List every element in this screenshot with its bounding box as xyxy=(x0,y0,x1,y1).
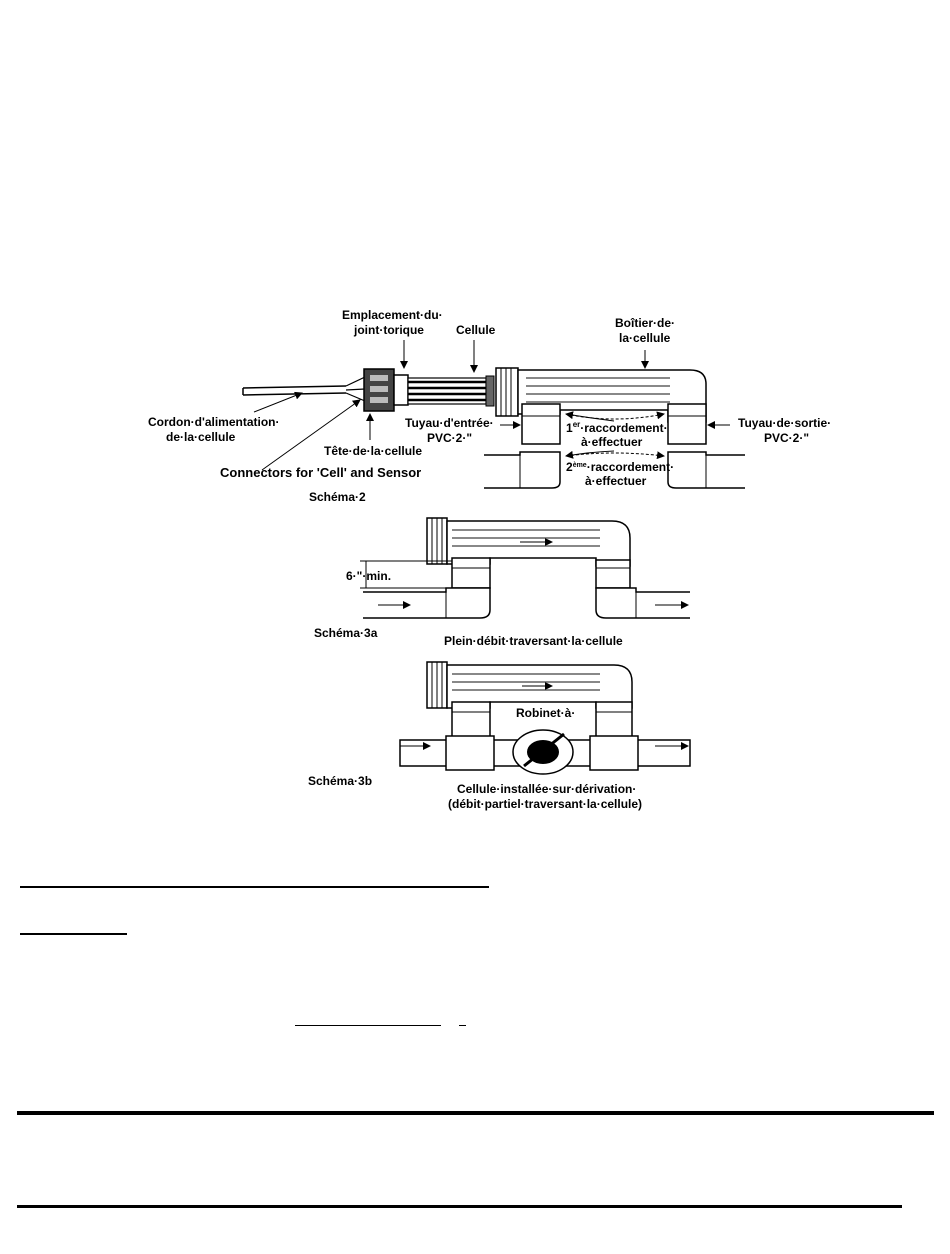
label-inlet-line1: Tuyau·d'entrée· xyxy=(405,416,494,430)
label-connection-1-rest: ·raccordement· xyxy=(580,421,667,435)
caption-schema-2: Schéma·2 xyxy=(309,490,366,504)
connection-1-arrow-back xyxy=(565,411,615,422)
pipe-elbows xyxy=(484,451,745,489)
underline-rule-4 xyxy=(459,1025,466,1026)
label-connectors: Connectors for 'Cell' and Sensor xyxy=(220,465,421,480)
section-divider-top xyxy=(17,1111,934,1115)
schema-3a-diagram: 6·"·min. Schéma·3a Plein·débit·traversan… xyxy=(314,517,690,648)
caption-schema-3a: Schéma·3a xyxy=(314,626,378,640)
arrow-cord xyxy=(253,391,303,413)
cell-housing xyxy=(495,367,707,445)
label-connection-2-rest: ·raccordement· xyxy=(587,460,674,474)
underline-rule-2 xyxy=(20,933,127,935)
label-connection-1: 1er·raccordement· xyxy=(566,420,668,435)
label-valve: Robinet·à· xyxy=(516,706,575,720)
label-min-height: 6·"·min. xyxy=(346,569,391,583)
schema-2-diagram: Emplacement·du· joint·torique Cellule Bo… xyxy=(148,308,831,504)
label-connection-1-sup: er xyxy=(573,420,581,429)
label-connection-1-line2: à·effectuer xyxy=(581,435,643,449)
label-cell: Cellule xyxy=(456,323,496,337)
label-housing-line1: Boîtier·de· xyxy=(615,316,675,330)
label-connection-2: 2ème·raccordement· xyxy=(566,460,674,474)
label-oring-line1: Emplacement·du· xyxy=(342,308,443,322)
cell-head xyxy=(363,368,409,412)
label-connection-2-sup: ème xyxy=(573,462,587,469)
schema-3b-diagram: Robinet·à· Schéma·3b Cellule·installée·s… xyxy=(308,661,691,811)
label-head: Tête·de·la·cellule xyxy=(324,444,422,458)
section-divider-bottom xyxy=(17,1205,902,1208)
underline-rule-3 xyxy=(295,1025,441,1026)
label-housing-line2: la·cellule xyxy=(619,331,671,345)
label-connection-1-num: 1 xyxy=(566,421,573,435)
caption-bypass-line2: (débit·partiel·traversant·la·cellule) xyxy=(448,797,642,811)
label-outlet-line1: Tuyau·de·sortie· xyxy=(738,416,831,430)
label-outlet-line2: PVC·2·" xyxy=(764,431,809,445)
arrow-connectors xyxy=(261,399,361,471)
power-cord xyxy=(242,376,366,402)
caption-full-flow: Plein·débit·traversant·la·cellule xyxy=(444,634,623,648)
underline-rule-1 xyxy=(20,886,489,888)
cell-plates xyxy=(407,375,495,407)
label-cord-line1: Cordon·d'alimentation· xyxy=(148,415,280,429)
label-cord-line2: de·la·cellule xyxy=(166,430,236,444)
connection-2-arrow-back xyxy=(565,450,615,459)
label-connection-2-num: 2 xyxy=(566,460,573,474)
label-connection-2-line2: à·effectuer xyxy=(585,474,647,488)
label-inlet-line2: PVC·2·" xyxy=(427,431,472,445)
caption-bypass-line1: Cellule·installée·sur·dérivation· xyxy=(457,782,636,796)
valve-handle xyxy=(523,732,565,768)
caption-schema-3b: Schéma·3b xyxy=(308,774,372,788)
label-oring-line2: joint·torique xyxy=(353,323,424,337)
